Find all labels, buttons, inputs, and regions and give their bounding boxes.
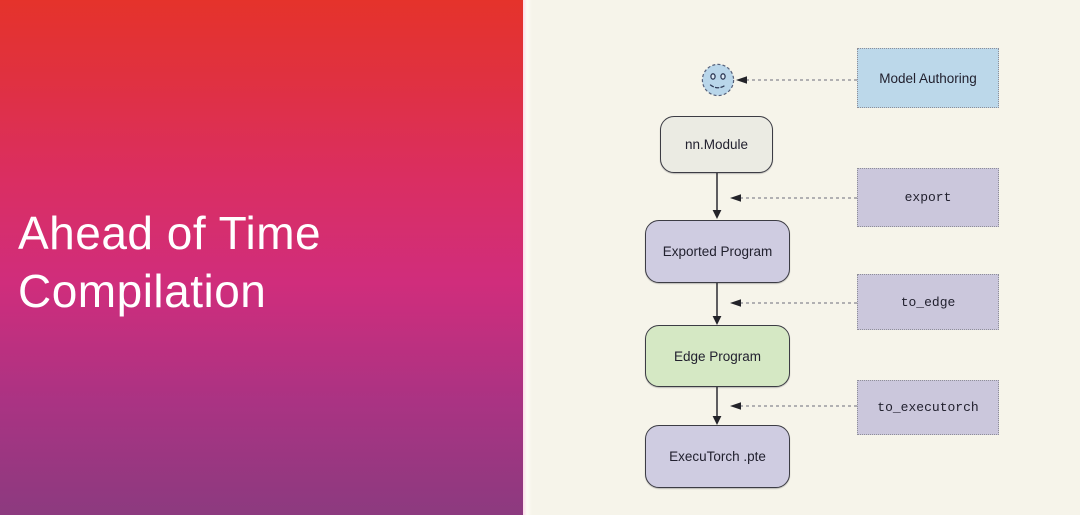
node-edge-program: Edge Program: [645, 325, 790, 387]
node-exported-program: Exported Program: [645, 220, 790, 283]
node-executorch-pte: ExecuTorch .pte: [645, 425, 790, 488]
node-nn-module: nn.Module: [660, 116, 773, 173]
title-panel: Ahead of Time Compilation: [0, 0, 523, 515]
label-to-edge-text: to_edge: [900, 294, 956, 310]
slide-title: Ahead of Time Compilation: [18, 204, 321, 320]
slide-title-line1: Ahead of Time: [18, 207, 322, 259]
smiley-face-icon: [701, 63, 735, 97]
label-to-edge: to_edge: [857, 274, 999, 330]
arrow-edge-program-to-executorch: [712, 387, 722, 425]
panel-divider: [523, 0, 532, 515]
node-executorch-pte-label: ExecuTorch .pte: [669, 449, 766, 464]
flowchart-canvas: nn.Module Exported Program Edge Program …: [532, 0, 1080, 515]
arrow-to-executorch-to-pipeline: [730, 402, 857, 410]
label-to-executorch-text: to_executorch: [877, 400, 979, 415]
arrow-nn-module-to-exported-program: [712, 173, 722, 219]
label-model-authoring-text: Model Authoring: [879, 70, 977, 86]
label-export: export: [857, 168, 999, 227]
arrow-to-edge-to-pipeline: [730, 299, 857, 307]
node-edge-program-label: Edge Program: [673, 348, 762, 364]
label-to-executorch: to_executorch: [857, 380, 999, 435]
slide-title-line2: Compilation: [18, 265, 267, 317]
label-model-authoring: Model Authoring: [857, 48, 999, 108]
label-export-text: export: [904, 190, 952, 205]
node-exported-program-label: Exported Program: [662, 244, 773, 259]
arrow-model-authoring-to-user: [736, 76, 857, 84]
arrow-exported-program-to-edge-program: [712, 283, 722, 325]
arrow-export-to-pipeline: [730, 194, 857, 202]
node-nn-module-label: nn.Module: [684, 137, 749, 152]
